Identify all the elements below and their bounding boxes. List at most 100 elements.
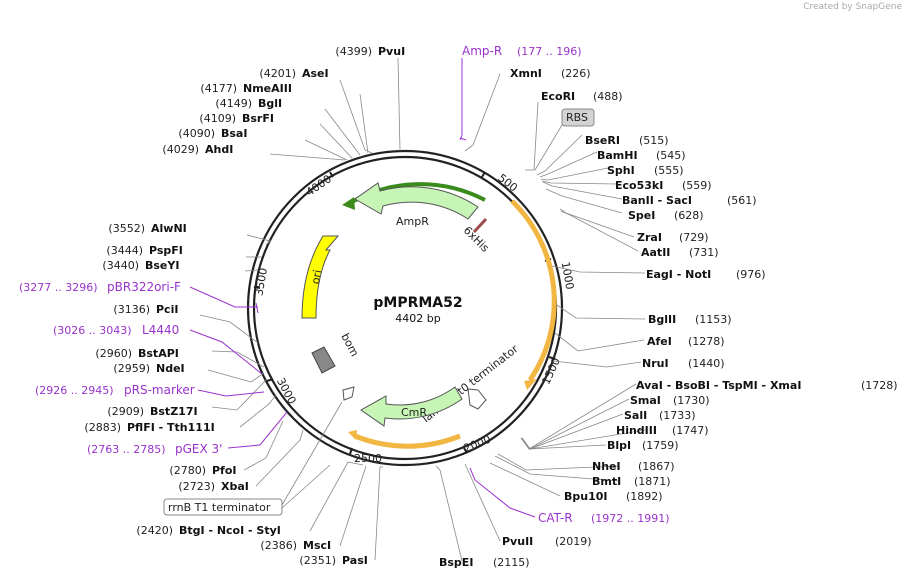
site-label-xmni: XmnI(226): [510, 67, 591, 80]
svg-text:(1871): (1871): [634, 475, 671, 488]
svg-text:(1730): (1730): [673, 394, 710, 407]
svg-text:SphI: SphI: [607, 164, 635, 177]
site-label-spei: SpeI(628): [628, 209, 704, 222]
svg-text:(3277 .. 3296): (3277 .. 3296): [19, 281, 98, 294]
orf-arc-right: [510, 199, 557, 382]
ampr-label: AmpR: [396, 215, 429, 228]
svg-text:(4177): (4177): [200, 82, 237, 95]
svg-text:(731): (731): [689, 246, 719, 259]
svg-text:(545): (545): [656, 149, 686, 162]
site-label-zrai: ZraI (729): [637, 231, 709, 244]
site-label-btgi: (2420)BtgI - NcoI - StyI: [136, 524, 280, 537]
svg-text:(561): (561): [727, 194, 757, 207]
svg-text:AhdI: AhdI: [205, 143, 233, 156]
svg-text:(488): (488): [593, 90, 623, 103]
svg-text:Bpu10I: Bpu10I: [564, 490, 608, 503]
svg-text:BanII - SacI: BanII - SacI: [622, 194, 692, 207]
svg-text:pBR322ori-F: pBR322ori-F: [107, 280, 181, 294]
site-label-bseri: BseRI(515): [585, 134, 669, 147]
orf-arc-bottom-head: [348, 430, 357, 440]
ori-arrow: [301, 235, 340, 319]
site-label-pcii: (3136)PciI: [113, 303, 178, 316]
svg-text:(1867): (1867): [638, 460, 675, 473]
rrnb-terminator-label: rrnB T1 terminator: [168, 501, 271, 514]
tick-label-2000: 2000: [462, 433, 493, 456]
svg-text:PvuII: PvuII: [502, 535, 533, 548]
tick-3000: [266, 378, 274, 382]
svg-text:BmtI: BmtI: [592, 475, 621, 488]
svg-text:(2115): (2115): [493, 556, 530, 569]
svg-text:BamHI: BamHI: [597, 149, 638, 162]
svg-text:(2019): (2019): [555, 535, 592, 548]
svg-text:(2351): (2351): [299, 554, 336, 567]
svg-text:(555): (555): [654, 164, 684, 177]
svg-text:PciI: PciI: [156, 303, 178, 316]
svg-text:(559): (559): [682, 179, 712, 192]
site-label-nmeaiii: (4177) NmeAIII: [200, 82, 292, 95]
svg-text:(2959): (2959): [113, 362, 150, 375]
svg-text:(729): (729): [679, 231, 709, 244]
svg-text:AfeI: AfeI: [647, 335, 672, 348]
svg-text:(628): (628): [674, 209, 704, 222]
svg-text:PasI: PasI: [342, 554, 368, 567]
svg-text:ZraI: ZraI: [637, 231, 662, 244]
svg-text:(1892): (1892): [626, 490, 663, 503]
svg-text:(3440): (3440): [102, 259, 139, 272]
svg-text:MscI: MscI: [303, 539, 331, 552]
site-label-hindiii: HindIII(1747): [616, 424, 709, 437]
site-label-bstz17i: (2909) BstZ17I: [107, 405, 197, 418]
svg-text:(2763 .. 2785): (2763 .. 2785): [87, 443, 166, 456]
svg-text:(3552): (3552): [108, 222, 145, 235]
svg-text:(1747): (1747): [672, 424, 709, 437]
site-label-nrui: NruI(1440): [642, 357, 725, 370]
site-pos: (4399): [335, 45, 372, 58]
site-label-eco53ki: Eco53kI(559): [615, 179, 712, 192]
svg-text:(2386): (2386): [260, 539, 297, 552]
rrnb-marker: [342, 386, 355, 401]
site-label-pfoi: (2780)PfoI: [169, 464, 236, 477]
svg-text:PspFI: PspFI: [149, 244, 183, 257]
plasmid-name: pMPRMA52: [373, 295, 462, 311]
svg-text:AvaI - BsoBI - TspMI - XmaI: AvaI - BsoBI - TspMI - XmaI: [636, 379, 801, 392]
svg-text:(3444): (3444): [106, 244, 143, 257]
rrnb-terminator-box: rrnB T1 terminator: [163, 401, 343, 516]
svg-text:(2960): (2960): [95, 347, 132, 360]
svg-text:(4109): (4109): [199, 112, 236, 125]
site-label-bsrfi: (4109)BsrFI: [199, 112, 274, 125]
site-label-pvuii: PvuII (2019): [502, 535, 592, 548]
svg-text:XmnI: XmnI: [510, 67, 542, 80]
svg-text:PfoI: PfoI: [212, 464, 237, 477]
site-label-pasi: (2351) PasI: [299, 554, 367, 567]
tick-2500: [349, 447, 353, 455]
site-label-banii-saci: BanII - SacI (561): [622, 194, 757, 207]
site-label-eagi-noti: EagI - NotI(976): [646, 268, 766, 281]
svg-text:NheI: NheI: [592, 460, 621, 473]
site-label-pspfi: (3444) PspFI: [106, 244, 182, 257]
svg-text:pRS-marker: pRS-marker: [124, 383, 195, 397]
ori-label: ori: [309, 269, 324, 285]
site-label-smai: SmaI(1730): [630, 394, 710, 407]
rbs-label: RBS: [566, 111, 588, 124]
site-label-afei: AfeI(1278): [647, 335, 725, 348]
svg-text:PflFI - Tth111I: PflFI - Tth111I: [127, 421, 215, 434]
site-label-avai-group: AvaI - BsoBI - TspMI - XmaI(1728): [636, 379, 898, 392]
primer-label-cat-r: CAT-R(1972 .. 1991): [538, 511, 670, 525]
svg-text:(4149): (4149): [215, 97, 252, 110]
primer-labels: Amp-R(177 .. 196) (3277 .. 3296)pBR322or…: [19, 44, 670, 525]
right-site-labels: XmnI(226) EcoRI(488) BseRI(515) BamHI (54…: [439, 67, 898, 569]
svg-text:(2909): (2909): [107, 405, 144, 418]
svg-text:AatII: AatII: [641, 246, 670, 259]
svg-text:XbaI: XbaI: [221, 480, 249, 493]
site-name: PvuI: [378, 45, 405, 58]
svg-text:NmeAIII: NmeAIII: [243, 82, 292, 95]
svg-text:BspEI: BspEI: [439, 556, 473, 569]
cmr-label: CmR: [401, 406, 427, 419]
svg-text:(2420): (2420): [136, 524, 173, 537]
bom-label: bom: [338, 331, 361, 359]
svg-text:(1759): (1759): [642, 439, 679, 452]
svg-text:BsaI: BsaI: [221, 127, 247, 140]
tick-4000: [329, 171, 334, 178]
site-label-ecori: EcoRI(488): [541, 90, 623, 103]
svg-text:BstZ17I: BstZ17I: [150, 405, 198, 418]
svg-text:(3026 .. 3043): (3026 .. 3043): [53, 324, 132, 337]
